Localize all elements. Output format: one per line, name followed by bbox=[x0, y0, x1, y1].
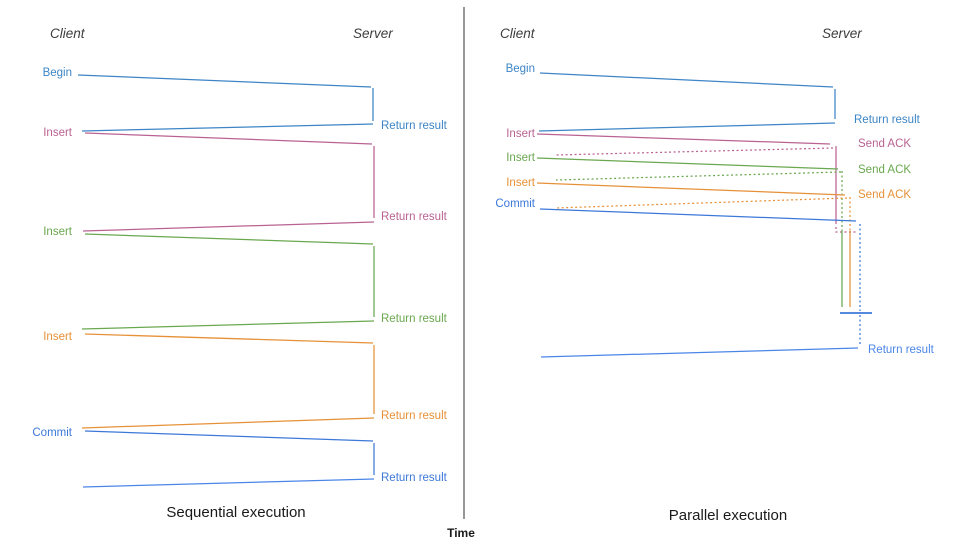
par-insert2-message bbox=[536, 157, 843, 307]
par-begin-message bbox=[538, 72, 836, 132]
par-commit-label: Commit bbox=[495, 198, 535, 210]
par-commit-request-line bbox=[539, 208, 857, 222]
seq-return-result-4: Return result bbox=[381, 410, 447, 422]
seq-commit-message bbox=[82, 430, 375, 488]
par-return-result-2: Return result bbox=[868, 344, 934, 356]
seq-insert1-response-line bbox=[82, 221, 375, 232]
seq-client-header: Client bbox=[50, 26, 85, 41]
par-send-ack-1: Send ACK bbox=[858, 138, 912, 150]
seq-insert1-label: Insert bbox=[43, 127, 72, 139]
seq-return-result-1: Return result bbox=[381, 120, 447, 132]
seq-insert3-label: Insert bbox=[43, 331, 72, 343]
seq-commit-response-line bbox=[82, 478, 375, 488]
seq-insert2-response-line bbox=[81, 320, 375, 330]
par-panel-title: Parallel execution bbox=[668, 507, 788, 524]
seq-begin-message bbox=[77, 74, 374, 132]
par-insert1-sync-connector bbox=[835, 227, 857, 233]
seq-return-result-2: Return result bbox=[381, 211, 447, 223]
par-insert3-ack-line bbox=[555, 197, 848, 209]
par-insert1-label: Insert bbox=[506, 128, 535, 140]
seq-server-header: Server bbox=[353, 26, 393, 41]
par-send-ack-2: Send ACK bbox=[858, 164, 912, 176]
par-insert2-ack-line bbox=[555, 171, 842, 181]
seq-insert1-message bbox=[82, 132, 375, 232]
time-axis-label: Time bbox=[447, 526, 475, 540]
par-insert2-label: Insert bbox=[506, 152, 535, 164]
par-insert3-message bbox=[536, 182, 851, 307]
par-commit-response-line bbox=[540, 347, 859, 358]
seq-panel-title: Sequential execution bbox=[166, 504, 306, 521]
par-insert1-ack-line bbox=[555, 147, 834, 156]
seq-begin-request-line bbox=[77, 74, 372, 88]
par-return-result-1: Return result bbox=[854, 114, 920, 126]
seq-insert2-message bbox=[81, 233, 375, 330]
seq-insert2-label: Insert bbox=[43, 226, 72, 238]
par-insert1-message bbox=[536, 133, 857, 233]
seq-begin-response-line bbox=[81, 123, 374, 132]
par-begin-label: Begin bbox=[505, 63, 535, 75]
par-insert2-request-line bbox=[536, 157, 839, 170]
par-insert1-request-line bbox=[536, 133, 831, 145]
par-commit-message bbox=[539, 208, 872, 358]
par-send-ack-3: Send ACK bbox=[858, 189, 912, 201]
par-insert3-label: Insert bbox=[506, 177, 535, 189]
seq-insert3-message bbox=[81, 333, 375, 429]
par-client-header: Client bbox=[500, 26, 535, 41]
seq-return-result-5: Return result bbox=[381, 472, 447, 484]
seq-commit-label: Commit bbox=[32, 427, 72, 439]
seq-insert3-request-line bbox=[84, 333, 374, 344]
par-begin-response-line bbox=[538, 122, 836, 132]
par-begin-request-line bbox=[539, 72, 834, 88]
seq-insert1-request-line bbox=[84, 132, 373, 145]
seq-return-result-3: Return result bbox=[381, 313, 447, 325]
seq-insert3-response-line bbox=[81, 417, 375, 429]
seq-begin-label: Begin bbox=[42, 67, 72, 79]
seq-insert2-request-line bbox=[84, 233, 374, 245]
seq-commit-request-line bbox=[84, 430, 374, 442]
par-insert3-request-line bbox=[536, 182, 846, 196]
par-server-header: Server bbox=[822, 26, 862, 41]
